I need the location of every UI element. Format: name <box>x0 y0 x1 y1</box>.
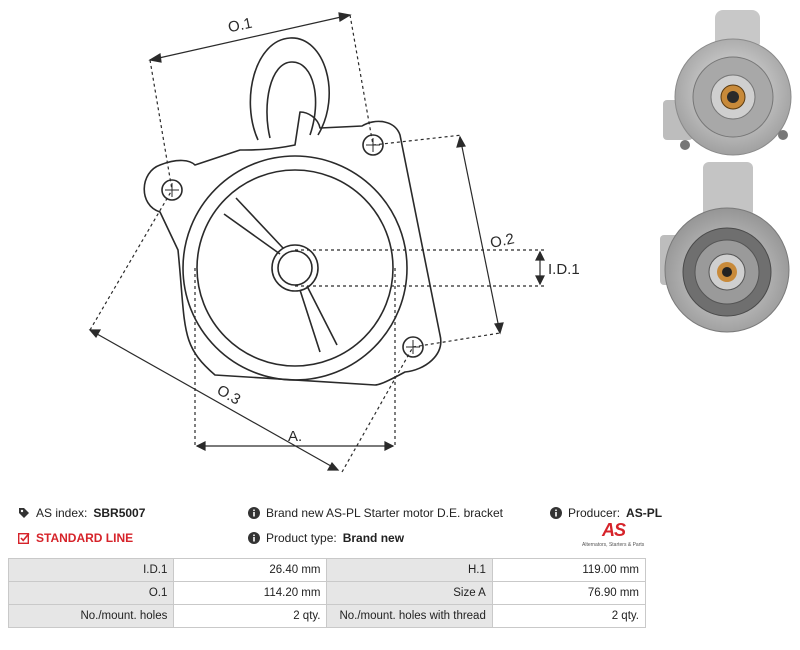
checkbox-checked-icon <box>17 532 30 545</box>
top-loop-inner <box>266 61 317 139</box>
as-pl-logo: AS Alternators, Starters & Parts <box>582 520 652 552</box>
as-index-value: SBR5007 <box>93 506 146 520</box>
table-row: No./mount. holes 2 qty. No./mount. holes… <box>7 604 647 628</box>
product-type-label: Product type: <box>266 531 337 545</box>
table-row: I.D.1 26.40 mm H.1 119.00 mm <box>7 558 647 582</box>
spec-value: 2 qty. <box>173 604 328 628</box>
standard-line: STANDARD LINE <box>17 531 134 545</box>
outer-ring <box>182 155 408 381</box>
producer-value: AS-PL <box>626 506 663 520</box>
mount-hole-right <box>402 336 424 358</box>
spec-value: 114.20 mm <box>173 581 328 605</box>
starter-bracket-rear-photo <box>660 162 790 333</box>
label-id1: I.D.1 <box>548 261 580 278</box>
logo-sub: Alternators, Starters & Parts <box>582 542 645 548</box>
spec-label: No./mount. holes <box>7 604 175 628</box>
product-type-value: Brand new <box>342 531 405 545</box>
spec-value: 119.00 mm <box>491 558 647 582</box>
producer-label: Producer: <box>568 506 621 520</box>
label-o3: O.3 <box>214 382 243 409</box>
spec-value: 26.40 mm <box>173 558 328 582</box>
spec-value: 2 qty. <box>491 604 647 628</box>
spec-label: H.1 <box>326 558 493 582</box>
bearing-inner <box>277 250 313 286</box>
table-row: O.1 114.20 mm Size A 76.90 mm <box>7 581 647 605</box>
info-icon <box>248 507 260 519</box>
tags-icon <box>19 508 29 518</box>
mount-hole-top <box>362 134 384 156</box>
logo-main: AS <box>602 520 626 540</box>
description-text: Brand new AS-PL Starter motor D.E. brack… <box>266 506 503 520</box>
info-icon <box>248 532 260 544</box>
as-index-label: AS index: <box>36 506 88 520</box>
producer: Producer: AS-PL <box>550 506 662 520</box>
spec-label: Size A <box>326 581 493 605</box>
inner-ring <box>196 169 394 367</box>
spec-label: I.D.1 <box>7 558 175 582</box>
standard-line-text: STANDARD LINE <box>36 531 134 545</box>
description: Brand new AS-PL Starter motor D.E. brack… <box>248 506 503 520</box>
starter-bracket-front-photo <box>663 10 792 156</box>
bearing-outer <box>271 244 319 292</box>
mount-hole-left <box>161 179 183 201</box>
info-icon <box>550 507 562 519</box>
spec-label: No./mount. holes with thread <box>326 604 493 628</box>
top-loop <box>249 37 330 141</box>
label-o1: O.1 <box>227 15 254 37</box>
spec-value: 76.90 mm <box>491 581 647 605</box>
label-a: A. <box>288 428 302 445</box>
spec-label: O.1 <box>7 581 175 605</box>
as-index: AS index: SBR5007 <box>18 506 145 520</box>
label-o2: O.2 <box>489 230 516 252</box>
flange-outline <box>143 111 442 386</box>
specs-table: I.D.1 26.40 mm H.1 119.00 mm O.1 114.20 … <box>7 558 647 628</box>
technical-drawing: O.1 O.2 O.3 I.D.1 A. <box>88 12 580 473</box>
product-type: Product type: Brand new <box>248 531 404 545</box>
